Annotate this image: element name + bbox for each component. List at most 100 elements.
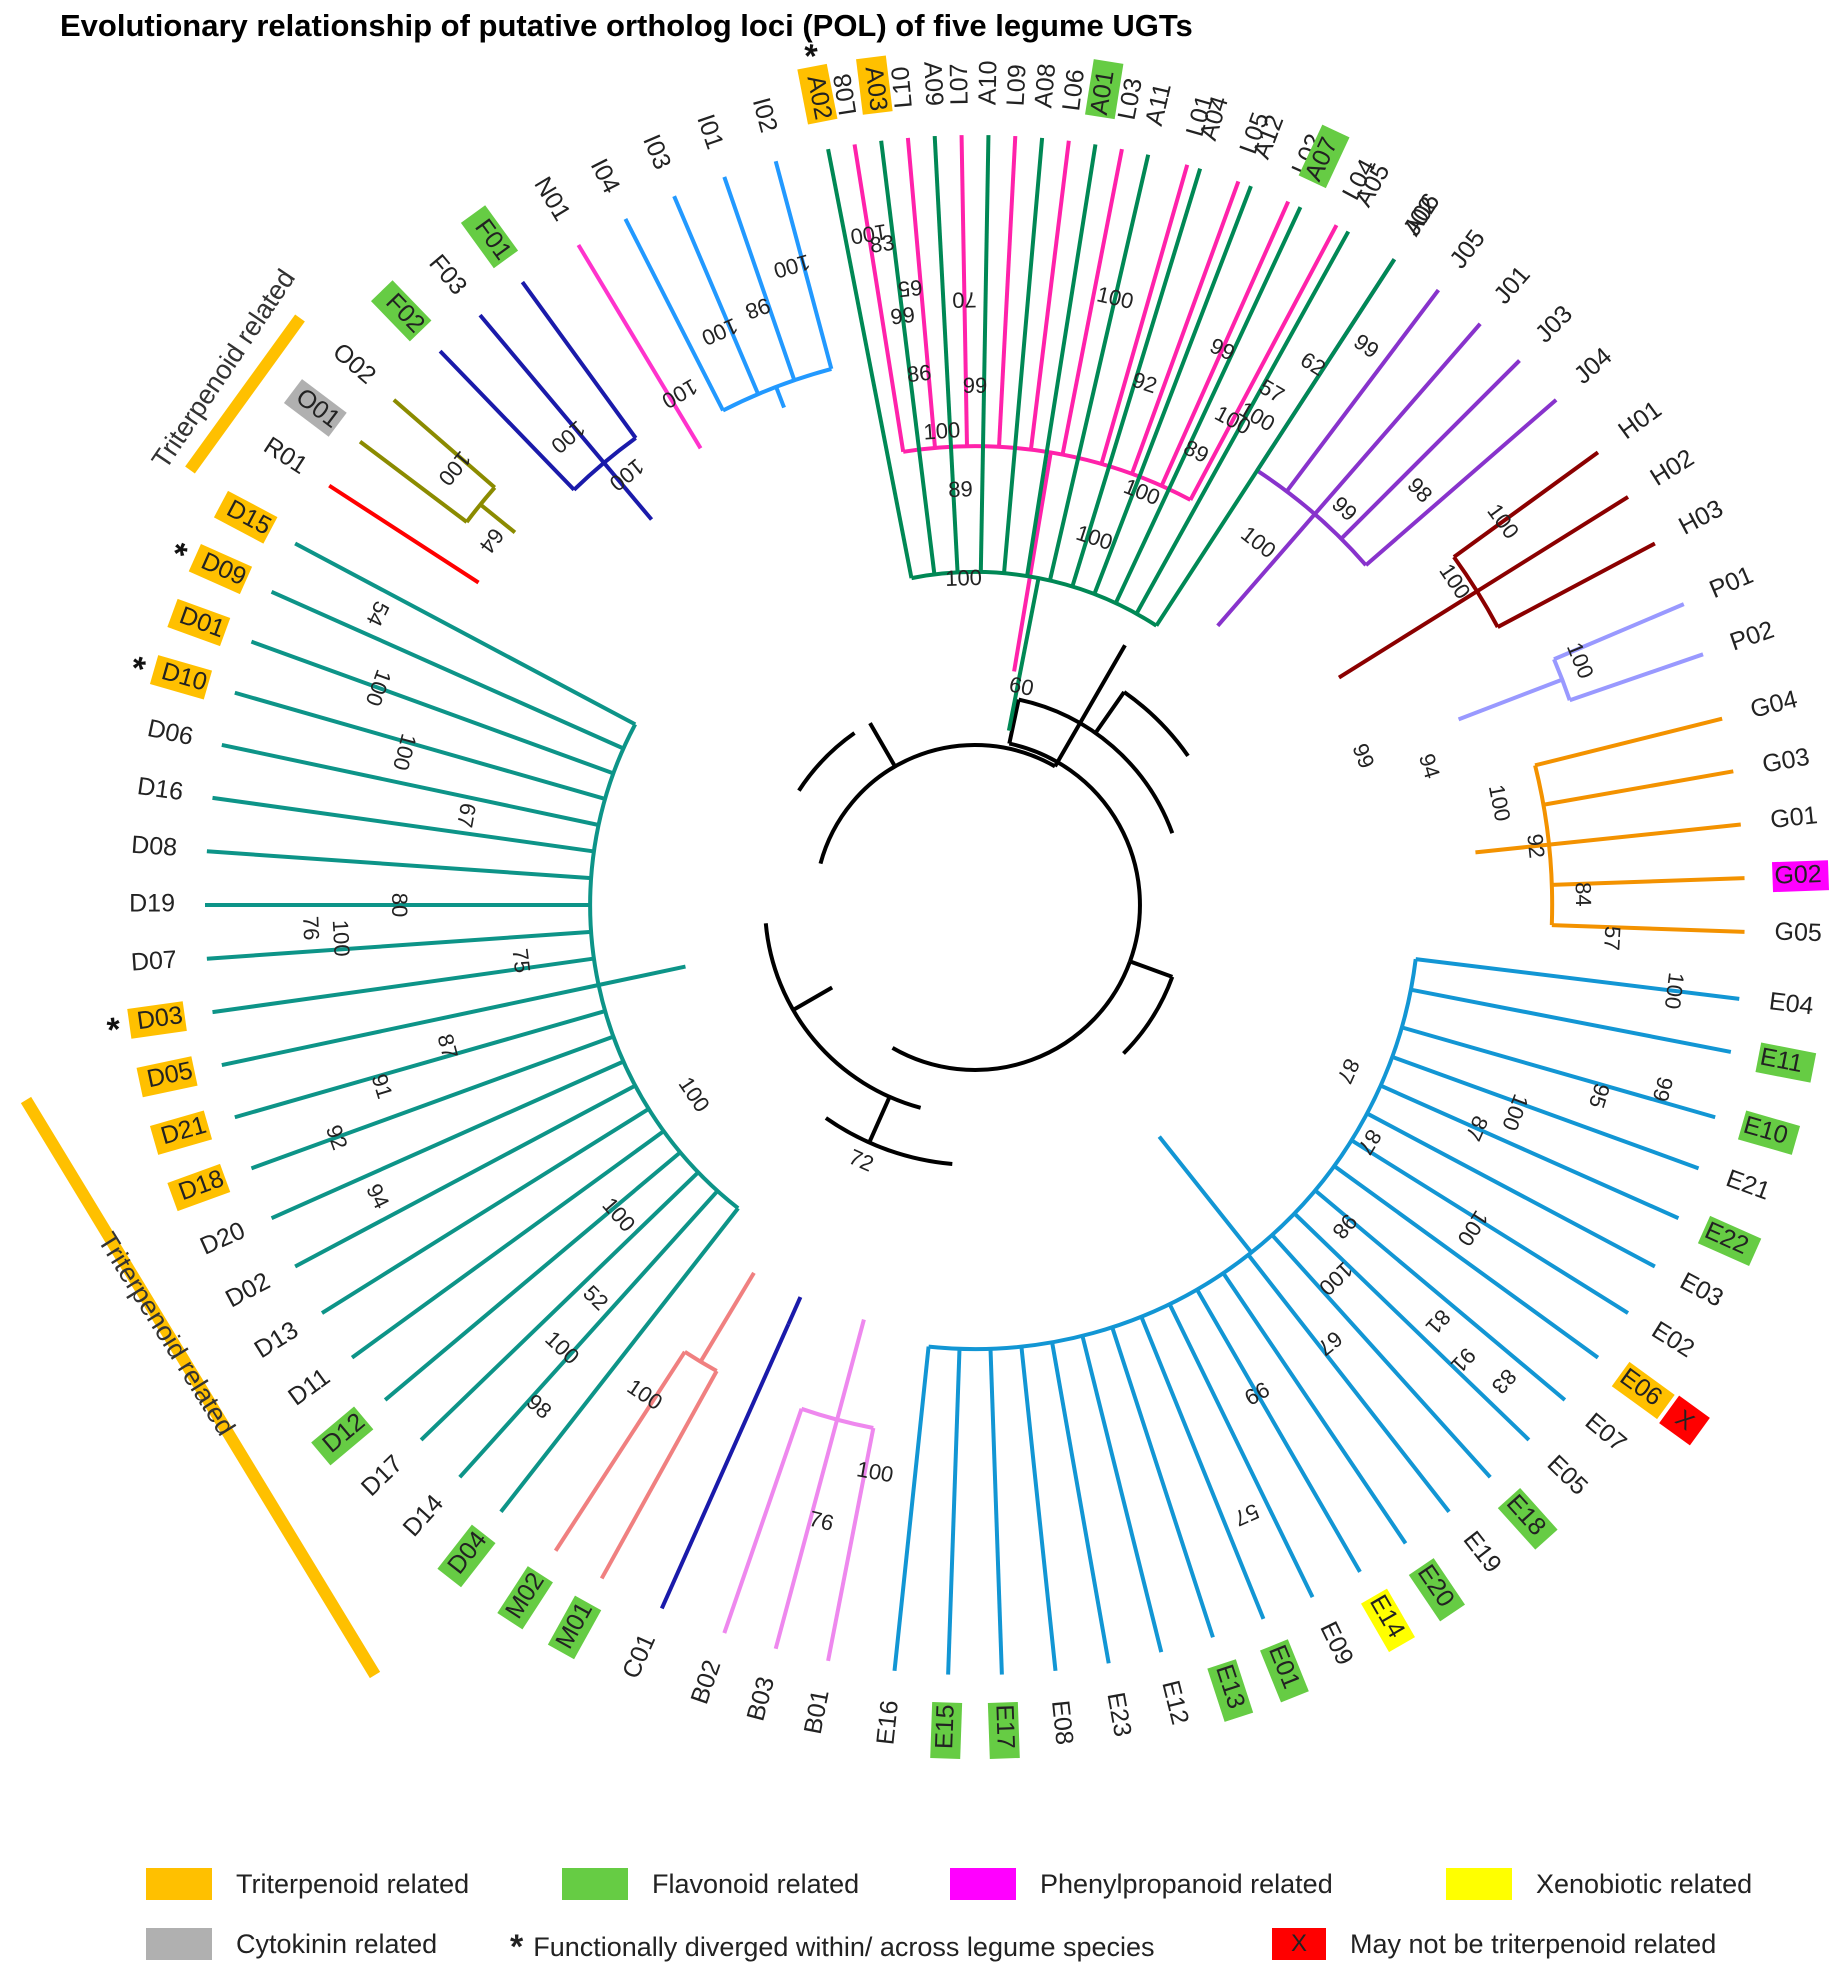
leaf-branch — [1134, 230, 1351, 615]
bootstrap-value: 92 — [321, 1121, 353, 1153]
bootstrap-value: 100 — [540, 1326, 584, 1369]
leaf-branch — [212, 795, 595, 854]
star-icon: * — [105, 1010, 124, 1050]
clade-arc — [722, 366, 832, 413]
leaf-label: D01 — [176, 601, 229, 643]
leaf-branch — [234, 1009, 606, 1120]
leaf-branch — [1543, 769, 1734, 807]
leaf-branch — [1339, 359, 1521, 541]
leaf-e11: E11 — [1755, 1043, 1817, 1083]
leaf-a03: A03 — [856, 55, 893, 115]
leaf-b01: B01 — [799, 1687, 835, 1736]
leaf-label: F03 — [423, 249, 472, 300]
backbone-stem — [1093, 690, 1126, 735]
leaf-label: P01 — [1705, 561, 1757, 604]
leaf-branch — [1060, 148, 1124, 456]
leaf-highlight — [370, 280, 432, 342]
backbone-branch — [824, 1116, 953, 1166]
leaf-branch — [250, 1034, 615, 1171]
clade-arc — [902, 444, 1192, 502]
leaf-branch — [1364, 398, 1558, 567]
leaf-label: A03 — [860, 65, 893, 113]
bootstrap-value: 99 — [963, 373, 987, 398]
leaf-label: I04 — [585, 154, 626, 198]
leaf-highlight — [1260, 1639, 1309, 1703]
bootstrap-value: 100 — [546, 416, 590, 459]
bootstrap-value: 80 — [387, 893, 412, 917]
leaf-branch — [1195, 1288, 1362, 1573]
bootstrap-value: 72 — [845, 1144, 878, 1177]
phylogenetic-tree: 8399861008910010092991001009998100100601… — [20, 42, 1830, 1760]
bootstrap-value: 76 — [807, 1506, 837, 1536]
leaf-branch — [1070, 168, 1203, 588]
leaf-branch — [1350, 1138, 1630, 1315]
leaf-branch — [206, 849, 592, 881]
leaf-h03: H03 — [1674, 494, 1728, 540]
leaf-branch — [826, 148, 914, 579]
clade-stem — [1457, 677, 1563, 722]
bootstrap-value: 100 — [923, 417, 961, 445]
leaf-label: D19 — [129, 890, 175, 918]
leaf-l06: L06 — [1057, 68, 1090, 113]
leaf-label: C01 — [617, 1630, 661, 1683]
backbone-branch — [891, 960, 1132, 1072]
leaf-d03: D03 * — [105, 1001, 187, 1050]
leaf-a10: A10 — [974, 60, 1003, 105]
leaf-branch — [576, 243, 703, 450]
backbone-branch — [1008, 741, 1142, 963]
band-left-bar — [20, 1096, 381, 1679]
leaf-label: D11 — [283, 1363, 335, 1412]
backbone-stem — [868, 722, 897, 768]
leaf-branch — [1553, 602, 1685, 662]
leaf-label: L10 — [886, 65, 918, 109]
leaf-e15: E15 — [930, 1701, 963, 1760]
leaf-label: E23 — [1102, 1690, 1137, 1739]
leaf-branch — [1551, 876, 1745, 887]
bootstrap-value: 100 — [1073, 520, 1116, 555]
bootstrap-value: 87 — [432, 1031, 462, 1061]
leaf-branch — [1050, 1341, 1111, 1664]
clade-arc — [588, 723, 740, 1210]
bootstrap-value: 91 — [367, 1071, 398, 1102]
leaf-branch — [270, 1059, 625, 1221]
leaf-branch — [1080, 1335, 1164, 1653]
leaf-label: B01 — [799, 1687, 835, 1736]
leaf-label: G03 — [1760, 743, 1811, 779]
leaf-branch — [1002, 137, 1045, 574]
clade-stem — [602, 461, 654, 521]
clade-stem — [1337, 589, 1479, 680]
leaf-branch — [221, 742, 600, 827]
leaf-label: E04 — [1768, 987, 1816, 1020]
backbone-branch — [1122, 690, 1190, 758]
bootstrap-value: 54 — [361, 597, 394, 630]
leaf-f03: F03 — [423, 249, 472, 300]
leaf-m02: M02 — [497, 1566, 553, 1630]
bootstrap-value: 100 — [1562, 639, 1599, 682]
leaf-highlight — [497, 1566, 553, 1630]
leaf-branch — [988, 1348, 1004, 1675]
leaf-i01: I01 — [691, 111, 729, 153]
leaf-label: E12 — [1156, 1678, 1194, 1728]
bootstrap-value: 67 — [1313, 1326, 1348, 1361]
leaf-highlight — [1611, 1361, 1675, 1420]
legend-cytokinin: Cytokinin related — [146, 1928, 437, 1960]
bootstrap-value: 99 — [1347, 740, 1379, 772]
leaf-label: E02 — [1647, 1316, 1700, 1363]
legend-label-triterpenoid: Triterpenoid related — [236, 1868, 470, 1899]
leaf-branch — [1154, 258, 1397, 627]
clade-arc — [911, 570, 1158, 628]
bootstrap-value: 100 — [1484, 783, 1516, 824]
legend-diverged: * Functionally diverged within/ across l… — [510, 1928, 1155, 1967]
leaf-branch — [212, 956, 595, 1015]
leaf-highlight — [127, 1001, 187, 1039]
leaf-label: J04 — [1569, 342, 1618, 390]
leaf-highlight — [167, 598, 231, 647]
leaf-label: G02 — [1774, 860, 1822, 890]
leaf-label: H02 — [1645, 444, 1699, 492]
leaf-branch — [358, 440, 468, 524]
leaf-branch — [1452, 450, 1600, 559]
leaf-label: E10 — [1741, 1111, 1791, 1150]
leaf-c01: C01 — [617, 1630, 661, 1683]
leaf-d06: D06 — [145, 714, 196, 751]
leaf-label: D03 — [135, 1001, 184, 1035]
